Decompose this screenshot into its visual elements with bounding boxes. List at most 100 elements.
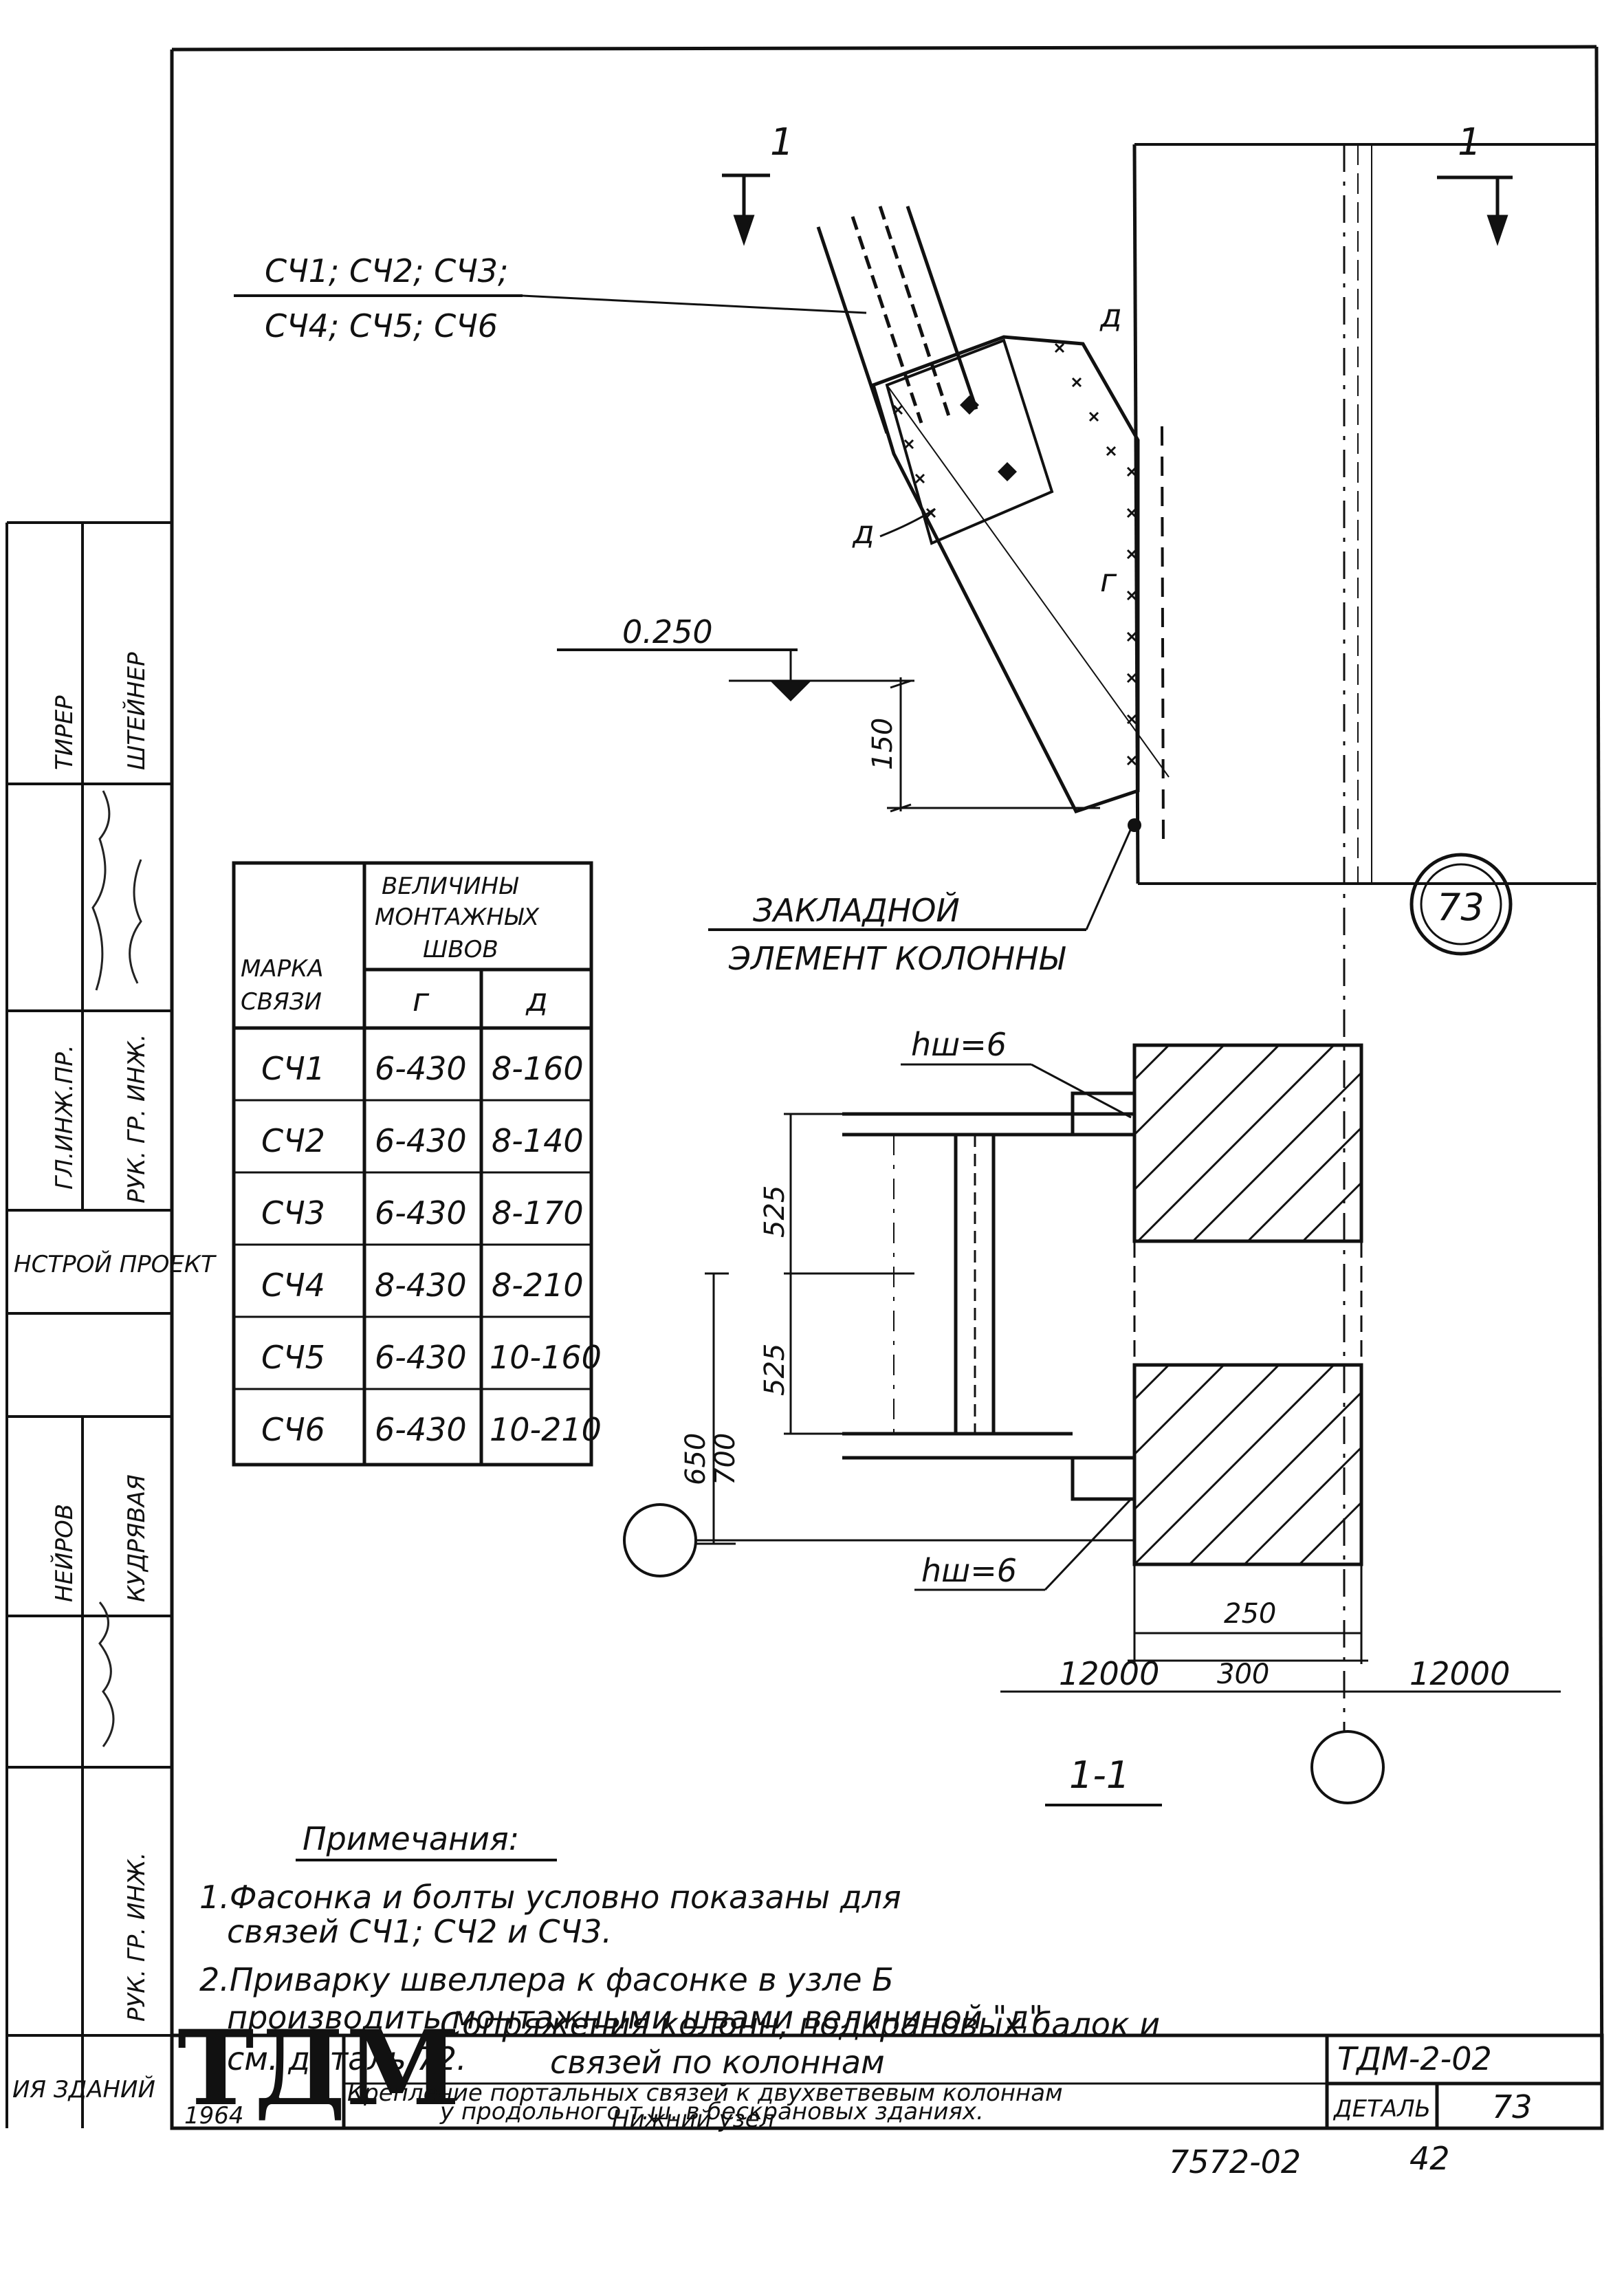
table-cell-d: 8-160 [492, 1050, 584, 1087]
table-header-group-l2: МОНТАЖНЫХ [375, 904, 540, 931]
title-line1: Сопряжения колонн, подкрановых балок и [440, 2006, 1160, 2043]
dim-525-top: 525 [759, 1185, 791, 1238]
section-column-branches [1132, 1043, 1363, 1566]
table-cell-g: 6-430 [375, 1194, 467, 1232]
dim-250: 250 [1224, 1598, 1276, 1630]
elevation-triangle [770, 681, 811, 701]
detail-number: 73 [1437, 886, 1484, 929]
dim-650: 650 [680, 1433, 712, 1485]
axis-bubble-bottom [1310, 1730, 1385, 1804]
title-detail-value: 73 [1492, 2088, 1533, 2125]
embedded-label-line1: ЗАКЛАДНОЙ [753, 892, 960, 929]
title-detail-label: ДЕТАЛЬ [1332, 2095, 1431, 2123]
section-mark-right [1437, 175, 1513, 246]
bolts [960, 395, 1017, 481]
table-cell-g: 6-430 [375, 1339, 467, 1376]
side-cell4-b: КУДРЯВАЯ [123, 1474, 151, 1602]
dim-150-label: 150 [867, 718, 899, 770]
brace-marks-line2: СЧ4; СЧ5; СЧ6 [265, 307, 498, 345]
brace-leader [522, 294, 867, 314]
dim-300: 300 [1217, 1659, 1269, 1690]
table-cell-g: 6-430 [375, 1122, 467, 1159]
brace-marks-line1: СЧ1; СЧ2; СЧ3; [265, 252, 509, 289]
table-col-d: д [525, 981, 548, 1018]
side-cell3: НСТРОЙ ПРОЕКТ [14, 1250, 217, 1278]
table-cell-d: 8-210 [492, 1267, 584, 1304]
title-year: 1964 [184, 2102, 244, 2130]
title-logo: ТДМ [177, 2008, 460, 2129]
sheet-frame [170, 45, 1604, 2130]
note2-line2: производить монтажными швами величиной "… [227, 1999, 1053, 2036]
note1-line1: 1.Фасонка и болты условно показаны для [199, 1879, 901, 1916]
dim-12000-left: 12000 [1059, 1655, 1159, 1692]
side-cell4-a: НЕЙРОВ [50, 1504, 78, 1602]
weld-label-g: г [1100, 562, 1117, 599]
side-cell6: ИЯ ЗДАНИЙ [12, 2075, 155, 2103]
weld-table [232, 861, 593, 1467]
table-row: СЧ2 6-430 8-140 [261, 1122, 584, 1159]
weld-height-top: hш=6 [911, 1026, 1007, 1063]
table-row: СЧ6 6-430 10-210 [261, 1411, 602, 1448]
side-cell1-b: РУК. ГР. ИНЖ. [123, 1034, 151, 1203]
dim-700: 700 [710, 1433, 741, 1485]
table-cell-d: 10-210 [490, 1411, 602, 1448]
side-cell2-a: ТИРЕР [51, 695, 78, 770]
table-cell-mark: СЧ2 [261, 1122, 325, 1159]
sheet-number: 42 [1409, 2140, 1450, 2177]
signature-marks [91, 790, 142, 1747]
side-stamp: ГЛ.ИНЖ.ПР. РУК. ГР. ИНЖ. ТИРЕР ШТЕЙНЕР Н… [6, 521, 217, 2128]
table-col-g: г [413, 981, 430, 1018]
embedded-label-line2: ЭЛЕМЕНТ КОЛОННЫ [728, 940, 1066, 977]
table-row: СЧ1 6-430 8-160 [261, 1050, 584, 1087]
table-cell-mark: СЧ1 [261, 1050, 325, 1087]
table-header-mark-l1: МАРКА [241, 955, 324, 983]
title-code: ТДМ-2-02 [1337, 2040, 1492, 2077]
desc-line1: Крепление портальных связей к двухветвев… [347, 2079, 1063, 2107]
table-cell-mark: СЧ4 [261, 1267, 325, 1304]
gusset-plate [870, 335, 1170, 814]
table-cell-g: 8-430 [375, 1267, 467, 1304]
side-cell1-a: ГЛ.ИНЖ.ПР. [51, 1045, 78, 1190]
section-dims-horizontal [1000, 1564, 1561, 1693]
table-header-mark-l2: СВЯЗИ [241, 988, 322, 1016]
table-row: СЧ5 6-430 10-160 [261, 1339, 602, 1376]
section-dims-vertical [694, 1113, 914, 1545]
desc-line3: Нижний узел [612, 2106, 774, 2133]
weld-leader-d2 [879, 507, 936, 538]
brace-channel [816, 206, 978, 434]
table-cell-mark: СЧ3 [261, 1194, 325, 1232]
table-row: СЧ4 8-430 8-210 [261, 1267, 584, 1304]
notes-title: Примечания: [303, 1820, 519, 1857]
section-mark-left [722, 173, 770, 246]
table-cell-mark: СЧ5 [261, 1339, 325, 1376]
note1-line2: связей СЧ1; СЧ2 и СЧ3. [227, 1913, 612, 1950]
weld-label-d2: д [852, 514, 875, 551]
title-line2: связей по колоннам [550, 2044, 885, 2081]
dim-12000-right: 12000 [1409, 1655, 1510, 1692]
section-mark-left-label: 1 [770, 120, 793, 164]
table-row: СЧ3 6-430 8-170 [261, 1194, 584, 1232]
section-brace-channels [842, 1091, 1137, 1501]
note2-line3: см. деталь 72. [227, 2040, 467, 2077]
table-cell-d: 8-140 [492, 1122, 584, 1159]
side-cell2-b: ШТЕЙНЕР [122, 652, 151, 770]
desc-line2: у продольного т.ш. в бескрановых зданиях… [439, 2098, 984, 2125]
section-title: 1-1 [1069, 1753, 1130, 1797]
elevation-label: 0.250 [622, 613, 713, 651]
table-cell-mark: СЧ6 [261, 1411, 325, 1448]
table-cell-g: 6-430 [375, 1411, 467, 1448]
side-cell5: РУК. ГР. ИНЖ. [123, 1852, 151, 2022]
dim-525-bottom: 525 [759, 1344, 791, 1396]
weld-crosses [892, 342, 1137, 766]
table-cell-g: 6-430 [375, 1050, 467, 1087]
section-mark-right-label: 1 [1458, 120, 1481, 164]
table-header-group-l1: ВЕЛИЧИНЫ [382, 873, 519, 900]
dim-150 [887, 677, 1100, 813]
detail-number-circle [1409, 853, 1513, 956]
note2-line1: 2.Приварку швеллера к фасонке в узле Б [199, 1961, 894, 1998]
weld-height-bottom: hш=6 [921, 1552, 1017, 1589]
table-header-group-l3: ШВОВ [423, 936, 498, 963]
table-cell-d: 8-170 [492, 1194, 584, 1232]
axis-bubble-left [623, 1503, 697, 1577]
